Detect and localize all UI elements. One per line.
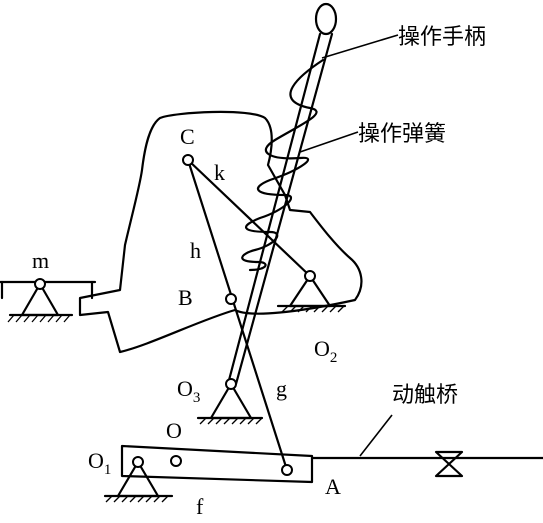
label-g: g	[276, 376, 287, 401]
pin-m	[34, 278, 46, 290]
bridge-lever-f	[120, 444, 314, 484]
link-k	[186, 158, 312, 278]
label-k: k	[214, 160, 225, 185]
operating-spring	[241, 58, 325, 272]
pin-b	[225, 293, 237, 305]
handle-lever-left	[226, 32, 322, 386]
label-o2: O2	[314, 336, 337, 366]
pin-o	[170, 455, 182, 467]
label-o1: O1	[88, 448, 111, 478]
label-h: h	[190, 238, 201, 263]
label-handle: 操作手柄	[398, 25, 486, 50]
pin-o2	[304, 270, 316, 282]
pin-o3	[225, 378, 237, 390]
support-m	[0, 280, 97, 323]
label-spring: 操作弹簧	[358, 122, 446, 147]
handle-lever-right	[234, 32, 334, 386]
label-b: B	[178, 285, 193, 310]
support-o2	[276, 274, 347, 313]
bridge-leader	[359, 414, 393, 457]
support-o3	[196, 382, 264, 425]
label-o: O	[166, 418, 182, 443]
contact-point	[434, 450, 464, 478]
handle-knob	[314, 2, 338, 36]
label-f: f	[196, 494, 204, 518]
label-m: m	[32, 248, 49, 273]
pin-a	[281, 464, 293, 476]
handle-leader	[321, 34, 399, 59]
support-o1	[103, 460, 174, 503]
label-o3: O3	[177, 376, 200, 406]
pin-c	[182, 154, 194, 166]
housing-outline	[78, 110, 363, 354]
label-c: C	[180, 124, 195, 149]
label-a: A	[325, 474, 341, 499]
pin-o1	[132, 456, 144, 468]
link-h	[186, 158, 289, 472]
spring-leader	[299, 131, 359, 153]
label-bridge: 动触桥	[392, 383, 458, 408]
